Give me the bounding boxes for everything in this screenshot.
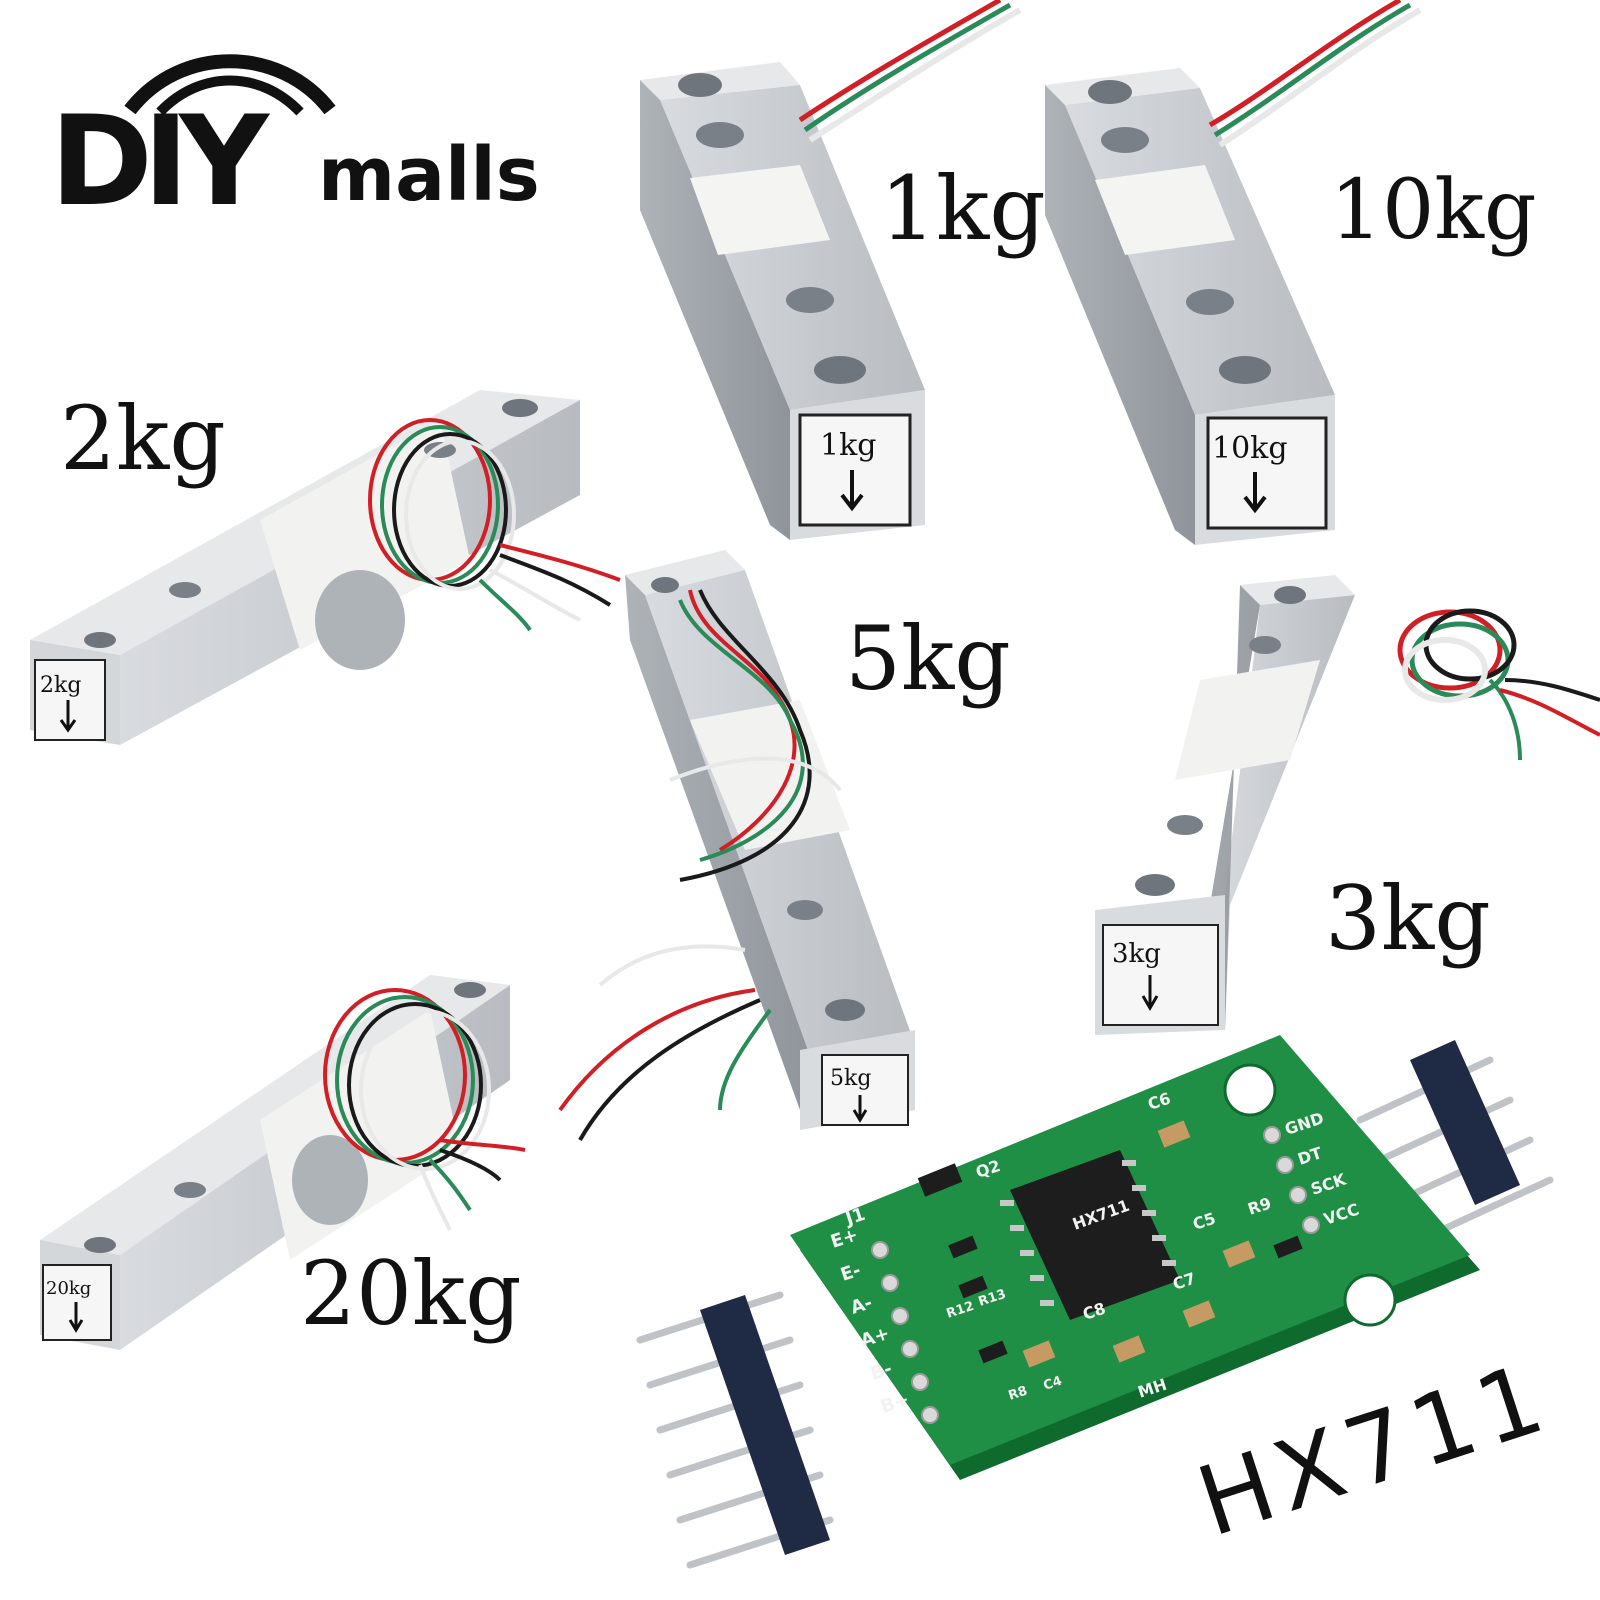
label-10kg: 10kg bbox=[1330, 163, 1537, 258]
down-arrow-icon bbox=[1141, 975, 1159, 1011]
component-r8: R8 bbox=[1007, 1384, 1030, 1404]
down-arrow-icon bbox=[1243, 472, 1267, 514]
load-cell-10kg: 10kg bbox=[1045, 0, 1422, 545]
logo-main-text: DIY bbox=[50, 90, 269, 234]
load-cell-1kg: 1kg bbox=[640, 0, 1022, 540]
pin-label-b-plus: B+ bbox=[878, 1389, 912, 1418]
load-cell-20kg: 20kg bbox=[40, 975, 526, 1350]
load-cell-5kg: 5kg bbox=[558, 550, 915, 1141]
plate-text-3kg: 3kg bbox=[1112, 939, 1161, 969]
load-cell-2kg: 2kg bbox=[30, 390, 621, 745]
plate-text-5kg: 5kg bbox=[830, 1066, 871, 1091]
down-arrow-icon bbox=[68, 1302, 84, 1333]
label-1kg: 1kg bbox=[880, 157, 1046, 260]
down-arrow-icon bbox=[852, 1095, 868, 1123]
down-arrow-icon bbox=[59, 700, 77, 733]
pin-header-left bbox=[636, 1291, 834, 1569]
component-c4: C4 bbox=[1042, 1374, 1064, 1394]
hx711-board: HX711 bbox=[790, 1035, 1480, 1480]
logo-sub-text: malls bbox=[318, 132, 540, 218]
plate-text-20kg: 20kg bbox=[46, 1278, 91, 1299]
label-2kg: 2kg bbox=[60, 387, 226, 490]
logo-arc-icon bbox=[124, 54, 336, 116]
label-5kg: 5kg bbox=[845, 607, 1011, 710]
down-arrow-icon bbox=[840, 470, 864, 512]
label-20kg: 20kg bbox=[300, 1242, 522, 1345]
plate-text-10kg: 10kg bbox=[1212, 431, 1288, 466]
plate-text-2kg: 2kg bbox=[40, 673, 81, 698]
plate-text-1kg: 1kg bbox=[820, 428, 876, 463]
plate-3kg bbox=[1102, 924, 1219, 1026]
hx711-chip bbox=[1010, 1150, 1180, 1320]
load-cell-3kg: 3kg bbox=[1095, 575, 1600, 1035]
diymalls-logo: DIY malls bbox=[50, 40, 550, 224]
label-3kg: 3kg bbox=[1325, 867, 1491, 970]
pin-header-right bbox=[1356, 1040, 1554, 1244]
plate-10kg bbox=[1206, 416, 1328, 530]
transistor-q2 bbox=[917, 1163, 963, 1197]
